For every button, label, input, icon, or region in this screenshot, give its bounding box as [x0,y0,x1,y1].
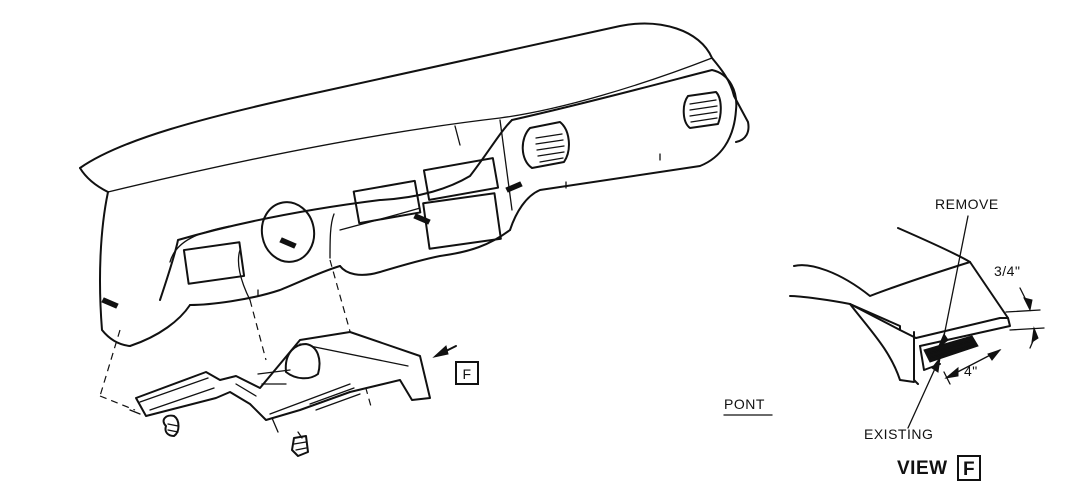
panel-top-pad [79,22,750,169]
view-label: VIEW [897,458,948,479]
panel-left-end [99,191,131,347]
callout-box [455,361,479,385]
stud-radio [413,213,431,225]
gauge-window-right [422,157,500,201]
dim-three-quarter: 3/4" [994,263,1020,279]
view-letter: F [963,459,975,480]
stud-right [505,181,523,193]
view-f-detail: REMOVE 3/4" 4" EXISTING VIEW F [789,196,1045,481]
callout-f: F [432,345,479,385]
detail-panel-top [793,261,971,297]
stud-left [101,297,119,309]
right-vent [521,121,570,169]
lower-bracket [129,331,431,457]
stud-center [279,237,297,249]
speedometer-bezel [260,201,316,263]
far-right-vent [682,91,722,129]
callout-letter: F [462,366,471,382]
instrument-panel [79,22,750,347]
gauge-window-left [182,241,246,285]
view-letter-box [957,455,981,481]
existing-label: EXISTING [864,426,933,442]
dim-four: 4" [964,363,978,379]
gauge-window-center [352,179,422,225]
screw-fastener [291,435,309,457]
remove-label: REMOVE [935,196,999,212]
radio-opening [422,192,502,250]
front-label: PONT [724,396,765,412]
bracket-main [135,331,431,421]
